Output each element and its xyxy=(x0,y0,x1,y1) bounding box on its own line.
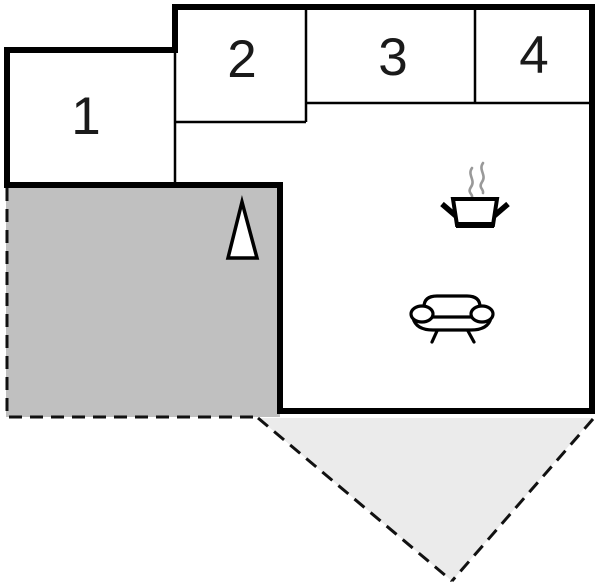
steam-icon xyxy=(468,161,485,199)
garden-triangle xyxy=(258,418,593,581)
terrace-area xyxy=(6,185,280,417)
room-1-label: 1 xyxy=(71,87,100,146)
room-3-label: 3 xyxy=(378,28,407,87)
garden-dashed-border xyxy=(257,416,595,583)
room-2-label: 2 xyxy=(227,30,256,89)
sofa-icon xyxy=(409,294,495,344)
building-outline xyxy=(4,4,595,414)
room-4-label: 4 xyxy=(519,26,548,85)
cooking-pot-icon xyxy=(440,197,510,228)
triangle-marker-icon xyxy=(225,195,260,260)
